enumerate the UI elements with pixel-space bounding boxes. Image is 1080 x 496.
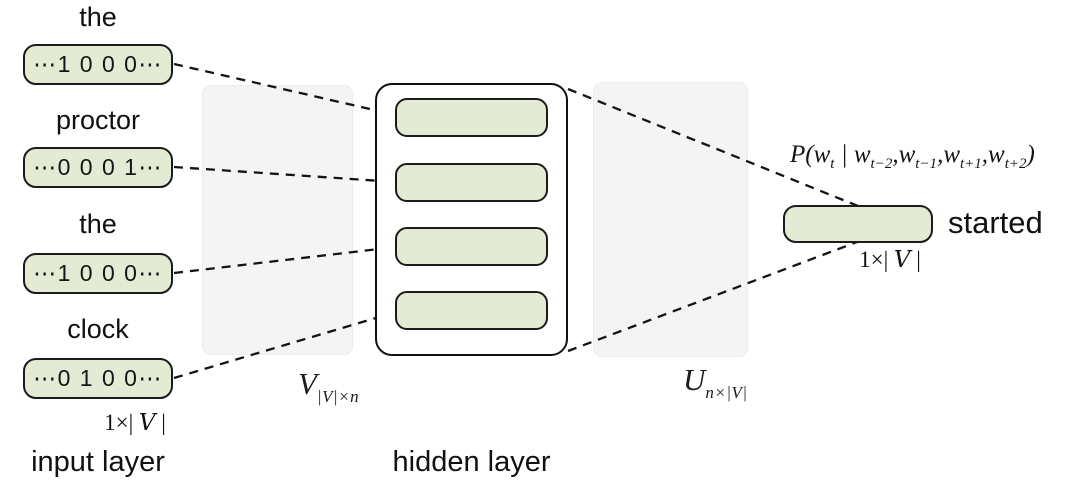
v-matrix-label: V|V|×n: [298, 366, 359, 406]
hidden-unit-node: [395, 163, 548, 202]
hidden-unit-node: [395, 291, 548, 330]
dim-pre: 1×|: [104, 410, 139, 435]
input-vector-node: ⋯0 0 0 1⋯: [23, 147, 173, 188]
u-matrix-label: Un×|V|: [683, 362, 748, 402]
one-hot-vector-text: ⋯0 0 0 1⋯: [33, 154, 163, 180]
one-hot-vector-text: ⋯1 0 0 0⋯: [33, 260, 163, 286]
input-vector-node: ⋯1 0 0 0⋯: [23, 253, 173, 294]
u-matrix-base: U: [683, 362, 706, 397]
dim-post: |: [910, 247, 921, 272]
v-matrix-region: [202, 85, 353, 355]
one-hot-vector-text: ⋯0 1 0 0⋯: [33, 365, 163, 391]
hidden-unit-node: [395, 98, 548, 137]
dim-pre: 1×|: [859, 247, 894, 272]
hidden-unit-node: [395, 227, 548, 266]
dim-post: |: [155, 410, 166, 435]
dim-v: V: [893, 247, 911, 273]
input-word-label: the: [79, 2, 117, 32]
input-dim-label: 1×| V |: [60, 410, 210, 436]
output-formula: P(wt | wt−2,wt−1,wt+1,wt+2): [790, 141, 1035, 173]
input-word-label: proctor: [55, 105, 141, 135]
v-matrix-sub: |V|×n: [316, 386, 360, 406]
input-layer-caption: input layer: [31, 446, 165, 478]
input-vector-node: ⋯1 0 0 0⋯: [23, 44, 173, 85]
output-dim-label: 1×| V |: [815, 247, 965, 273]
output-vector-node: [783, 205, 933, 243]
u-matrix-sub: n×|V|: [705, 382, 748, 402]
v-matrix-base: V: [298, 366, 317, 401]
dim-v: V: [138, 410, 156, 436]
hidden-layer-caption: hidden layer: [392, 446, 551, 478]
u-matrix-region: [593, 82, 748, 357]
input-vector-node: ⋯0 1 0 0⋯: [23, 358, 173, 399]
output-word-label: started: [948, 205, 1043, 240]
one-hot-vector-text: ⋯1 0 0 0⋯: [33, 51, 163, 77]
input-word-label: clock: [67, 314, 129, 344]
input-word-label: the: [79, 209, 117, 239]
